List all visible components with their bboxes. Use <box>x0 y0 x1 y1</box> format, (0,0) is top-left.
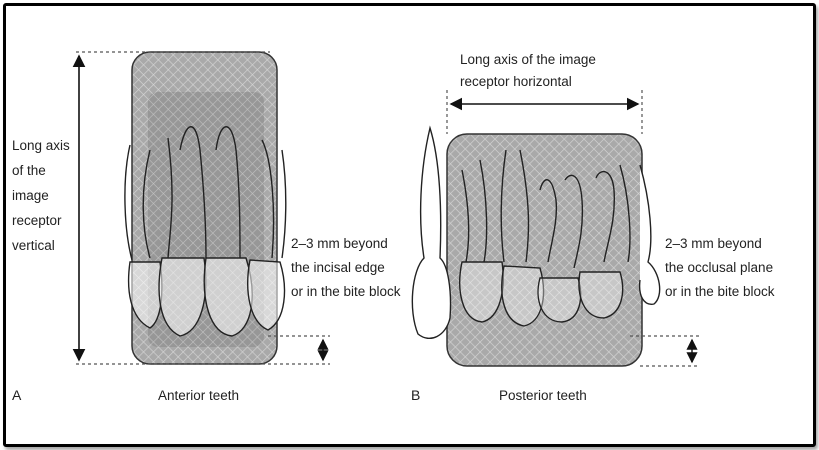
note-a-line-2: the incisal edge <box>291 260 385 275</box>
panel-a-letter: A <box>12 387 22 403</box>
axis-label-b-line-1: Long axis of the image <box>460 52 596 67</box>
anterior-teeth <box>124 126 287 337</box>
posterior-teeth <box>411 125 661 339</box>
panel-b-posterior: Long axis of the image receptor horizont… <box>411 52 775 403</box>
panel-a-anterior: Long axis of the image receptor vertical… <box>12 51 401 403</box>
panel-b-letter: B <box>411 387 420 403</box>
axis-label-b-line-2: receptor horizontal <box>460 74 572 89</box>
axis-label-a-line-5: vertical <box>12 238 55 253</box>
note-a-line-1: 2–3 mm beyond <box>291 236 388 251</box>
note-b-line-2: the occlusal plane <box>665 260 773 275</box>
axis-label-a-line-1: Long axis <box>12 138 70 153</box>
note-a-line-3: or in the bite block <box>291 284 401 299</box>
note-b-line-3: or in the bite block <box>665 284 775 299</box>
receptor-horizontal <box>446 133 643 367</box>
axis-label-a-line-2: of the <box>12 163 46 178</box>
axis-label-a-line-3: image <box>12 188 49 203</box>
panel-b-caption: Posterior teeth <box>499 388 587 403</box>
axis-label-a-line-4: receptor <box>12 213 62 228</box>
panel-a-caption: Anterior teeth <box>158 388 239 403</box>
note-b-line-1: 2–3 mm beyond <box>665 236 762 251</box>
